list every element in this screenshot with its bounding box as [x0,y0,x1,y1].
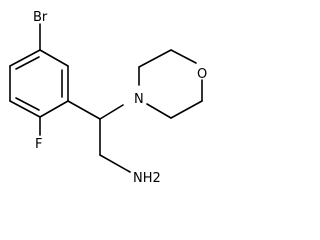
ring-bond-c6-c1 [9,49,41,67]
ring-double-bond-c1-c6 [15,56,40,70]
morpholine-bond-c-c-lower-right [170,100,203,119]
morpholine-bond-c-c-upper-left [138,49,172,68]
morpholine-ring [138,49,203,119]
ring-bond-c3-c4 [39,100,69,118]
morpholine-bond-c-o-upper [170,49,197,64]
benzene-ring [9,49,69,118]
ring-bond-c4-c5 [9,100,41,118]
oxygen-label: O [197,67,207,82]
bond-methine-to-nitrogen [99,104,124,120]
ring-bond-c1-c2 [39,49,69,67]
bond-ring-to-methine [67,100,101,120]
bond-methylene-to-amine [99,154,131,173]
morpholine-bond-c-n-lower [146,103,172,119]
amine-label: NH2 [133,171,161,186]
nitrogen-label: N [134,92,144,107]
chemical-structure-diagram: Br F N O NH2 [9,10,207,186]
ring-double-bond-c4-c5 [15,97,40,111]
fluorine-label: F [35,137,42,152]
bromine-label: Br [33,10,48,25]
